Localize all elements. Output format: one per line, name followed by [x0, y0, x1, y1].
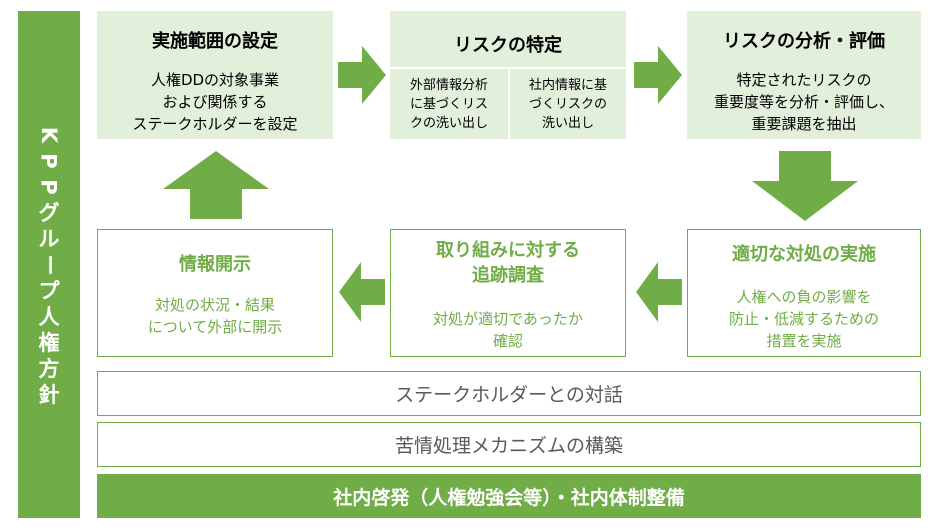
step-disclose-title: 情報開示 — [179, 254, 251, 275]
arrow-right-icon — [634, 46, 682, 104]
policy-char: ー — [37, 254, 61, 275]
policy-char: 方 — [38, 356, 60, 381]
policy-char: 人 — [38, 304, 60, 329]
arrow-left-icon — [339, 262, 385, 322]
step-disclose-body: 対処の状況・結果 について外部に開示 — [147, 296, 283, 336]
policy-char: プ — [38, 278, 60, 303]
arrow-down-icon — [752, 151, 858, 221]
step-disclose-box: 情報開示 対処の状況・結果 について外部に開示 — [97, 229, 333, 357]
step-track-body: 対処が適切であったか 確認 — [433, 310, 583, 350]
policy-char: グ — [38, 200, 60, 225]
step-identify-box: リスクの特定 外部情報分析 に基づくリス クの洗い出し 社内情報に基 づくリスク… — [390, 11, 626, 139]
policy-char: K — [37, 126, 61, 143]
step-scope-body: 人権DDの対象事業 および関係する ステークホルダーを設定 — [132, 71, 298, 133]
step-track-box: 取り組みに対する 追跡調査 対処が適切であったか 確認 — [390, 229, 626, 357]
grievance-bar: 苦情処理メカニズムの構築 — [97, 422, 921, 467]
step-analyze-title: リスクの分析・評価 — [723, 31, 885, 52]
dialogue-bar: ステークホルダーとの対話 — [97, 371, 921, 416]
step-analyze-box: リスクの分析・評価 特定されたリスクの 重要度等を分析・評価し、 重要課題を抽出 — [687, 11, 921, 139]
policy-char: P — [37, 178, 61, 195]
step-analyze-body: 特定されたリスクの 重要度等を分析・評価し、 重要課題を抽出 — [713, 71, 894, 133]
policy-char: P — [37, 152, 61, 169]
step-identify-internal: 社内情報に基 づくリスクの 洗い出し — [508, 67, 626, 139]
step-scope-title: 実施範囲の設定 — [152, 31, 278, 52]
policy-bar: K P P グ ル ー プ 人 権 方 針 — [18, 11, 80, 518]
policy-char: 針 — [38, 382, 60, 407]
step-identify-title: リスクの特定 — [454, 35, 562, 56]
arrow-left-icon — [636, 262, 682, 322]
step-address-title: 適切な対処の実施 — [732, 244, 876, 265]
arrow-right-icon — [338, 46, 386, 104]
education-bar: 社内啓発（人権勉強会等）・社内体制整備 — [97, 474, 921, 518]
step-address-body: 人権への負の影響を 防止・低減するための 措置を実施 — [728, 288, 879, 350]
step-address-box: 適切な対処の実施 人権への負の影響を 防止・低減するための 措置を実施 — [687, 229, 921, 357]
step-scope-box: 実施範囲の設定 人権DDの対象事業 および関係する ステークホルダーを設定 — [97, 11, 333, 139]
arrow-up-icon — [163, 151, 269, 219]
policy-char: 権 — [38, 330, 60, 355]
policy-char: ル — [38, 226, 60, 251]
step-track-title: 取り組みに対する 追跡調査 — [436, 240, 580, 286]
step-identify-external: 外部情報分析 に基づくリス クの洗い出し — [390, 67, 508, 139]
